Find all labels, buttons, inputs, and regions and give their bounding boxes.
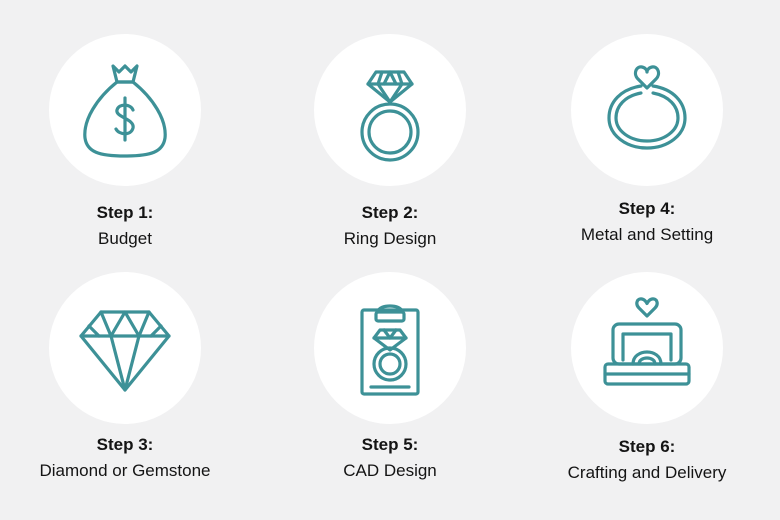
icon-circle	[571, 34, 723, 186]
step-number: Step 3:	[96, 435, 154, 454]
diamond-icon	[79, 310, 171, 392]
icon-circle	[314, 272, 466, 424]
icon-circle	[314, 34, 466, 186]
step-label: Ring Design	[343, 229, 437, 248]
step-number: Step 1:	[96, 203, 154, 222]
step-diamond-gemstone: Step 3: Diamond or Gemstone	[5, 272, 245, 482]
step-label: Budget	[98, 229, 152, 248]
step-number: Step 6:	[618, 437, 676, 456]
step-label: Metal and Setting	[580, 225, 714, 244]
step-metal-setting: Step 4: Metal and Setting	[527, 34, 767, 246]
step-cad-design: Step 5: CAD Design	[270, 272, 510, 482]
step-number: Step 2:	[361, 203, 419, 222]
step-label: Crafting and Delivery	[567, 463, 727, 482]
icon-circle	[49, 272, 201, 424]
step-label: Diamond or Gemstone	[39, 461, 211, 480]
step-ring-design: Step 2: Ring Design	[270, 34, 510, 250]
step-number: Step 4:	[618, 199, 676, 218]
step-crafting-delivery: Step 6: Crafting and Delivery	[527, 272, 767, 484]
icon-circle	[49, 34, 201, 186]
step-number: Step 5:	[361, 435, 419, 454]
ring-box-icon	[603, 297, 691, 386]
diamond-ring-icon	[360, 70, 420, 162]
money-bag-icon	[83, 64, 167, 158]
step-label: CAD Design	[343, 461, 437, 480]
icon-circle	[571, 272, 723, 424]
step-budget: Step 1: Budget	[5, 34, 245, 250]
clipboard-ring-icon	[360, 304, 420, 396]
heart-ring-icon	[607, 65, 687, 150]
